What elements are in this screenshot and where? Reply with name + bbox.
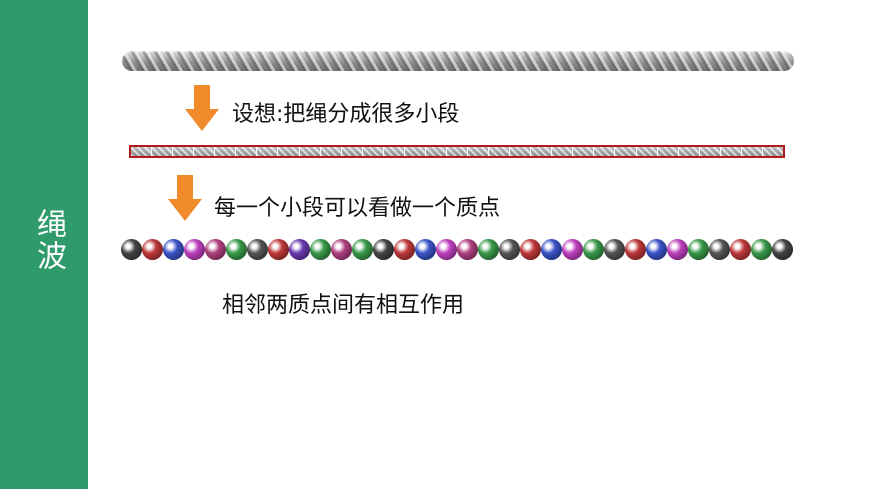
particle-bead bbox=[331, 239, 352, 260]
particle-bead bbox=[226, 239, 247, 260]
rope-segment bbox=[446, 147, 468, 156]
rope-segment bbox=[257, 147, 279, 156]
rope-segment bbox=[510, 147, 532, 156]
particle-bead bbox=[394, 239, 415, 260]
particle-bead bbox=[289, 239, 310, 260]
particle-bead bbox=[457, 239, 478, 260]
rope-segment bbox=[194, 147, 216, 156]
particle-bead bbox=[478, 239, 499, 260]
particle-bead bbox=[730, 239, 751, 260]
sidebar: 绳波 bbox=[0, 0, 88, 489]
particle-bead bbox=[646, 239, 667, 260]
rope-segment bbox=[615, 147, 637, 156]
particle-bead bbox=[121, 239, 142, 260]
particle-bead bbox=[688, 239, 709, 260]
rope-segment bbox=[657, 147, 679, 156]
rope-segment bbox=[362, 147, 384, 156]
particle-bead bbox=[520, 239, 541, 260]
rope-segment bbox=[341, 147, 363, 156]
particle-bead bbox=[499, 239, 520, 260]
rope-segment bbox=[278, 147, 300, 156]
particle-bead bbox=[709, 239, 730, 260]
rope-segment bbox=[131, 147, 153, 156]
rope-segment bbox=[215, 147, 237, 156]
rope-segment bbox=[552, 147, 574, 156]
particle-bead bbox=[562, 239, 583, 260]
particle-bead bbox=[415, 239, 436, 260]
rope-segment bbox=[531, 147, 553, 156]
particle-bead bbox=[604, 239, 625, 260]
particle-bead bbox=[247, 239, 268, 260]
rope-segment bbox=[468, 147, 490, 156]
particle-bead bbox=[142, 239, 163, 260]
particle-bead bbox=[436, 239, 457, 260]
rope-image bbox=[122, 51, 794, 71]
particle-bead bbox=[268, 239, 289, 260]
rope-segment bbox=[573, 147, 595, 156]
rope-segment bbox=[678, 147, 700, 156]
caption-each-segment: 每一个小段可以看做一个质点 bbox=[214, 196, 501, 221]
caption-interaction: 相邻两质点间有相互作用 bbox=[222, 293, 465, 318]
rope-segment bbox=[173, 147, 195, 156]
rope-segment bbox=[762, 147, 783, 156]
rope-segment bbox=[320, 147, 342, 156]
rope-segment bbox=[699, 147, 721, 156]
particle-bead bbox=[184, 239, 205, 260]
particle-bead bbox=[772, 239, 793, 260]
particle-bead bbox=[310, 239, 331, 260]
rope-segment bbox=[594, 147, 616, 156]
rope-segments-image bbox=[129, 145, 785, 158]
rope-segment bbox=[720, 147, 742, 156]
down-arrow-icon bbox=[185, 85, 219, 131]
rope-segment bbox=[425, 147, 447, 156]
rope-segment bbox=[636, 147, 658, 156]
particle-bead bbox=[625, 239, 646, 260]
caption-assume: 设想:把绳分成很多小段 bbox=[232, 102, 460, 127]
rope-segment bbox=[404, 147, 426, 156]
down-arrow-icon bbox=[168, 175, 202, 221]
bead-chain-image bbox=[121, 239, 793, 261]
particle-bead bbox=[583, 239, 604, 260]
particle-bead bbox=[352, 239, 373, 260]
rope-segment bbox=[299, 147, 321, 156]
rope-segment bbox=[741, 147, 763, 156]
particle-bead bbox=[667, 239, 688, 260]
particle-bead bbox=[163, 239, 184, 260]
rope-segment bbox=[383, 147, 405, 156]
particle-bead bbox=[205, 239, 226, 260]
rope-segment bbox=[152, 147, 174, 156]
particle-bead bbox=[541, 239, 562, 260]
sidebar-title: 绳波 bbox=[31, 208, 66, 272]
rope-segment bbox=[236, 147, 258, 156]
rope-segment bbox=[489, 147, 511, 156]
particle-bead bbox=[373, 239, 394, 260]
particle-bead bbox=[751, 239, 772, 260]
